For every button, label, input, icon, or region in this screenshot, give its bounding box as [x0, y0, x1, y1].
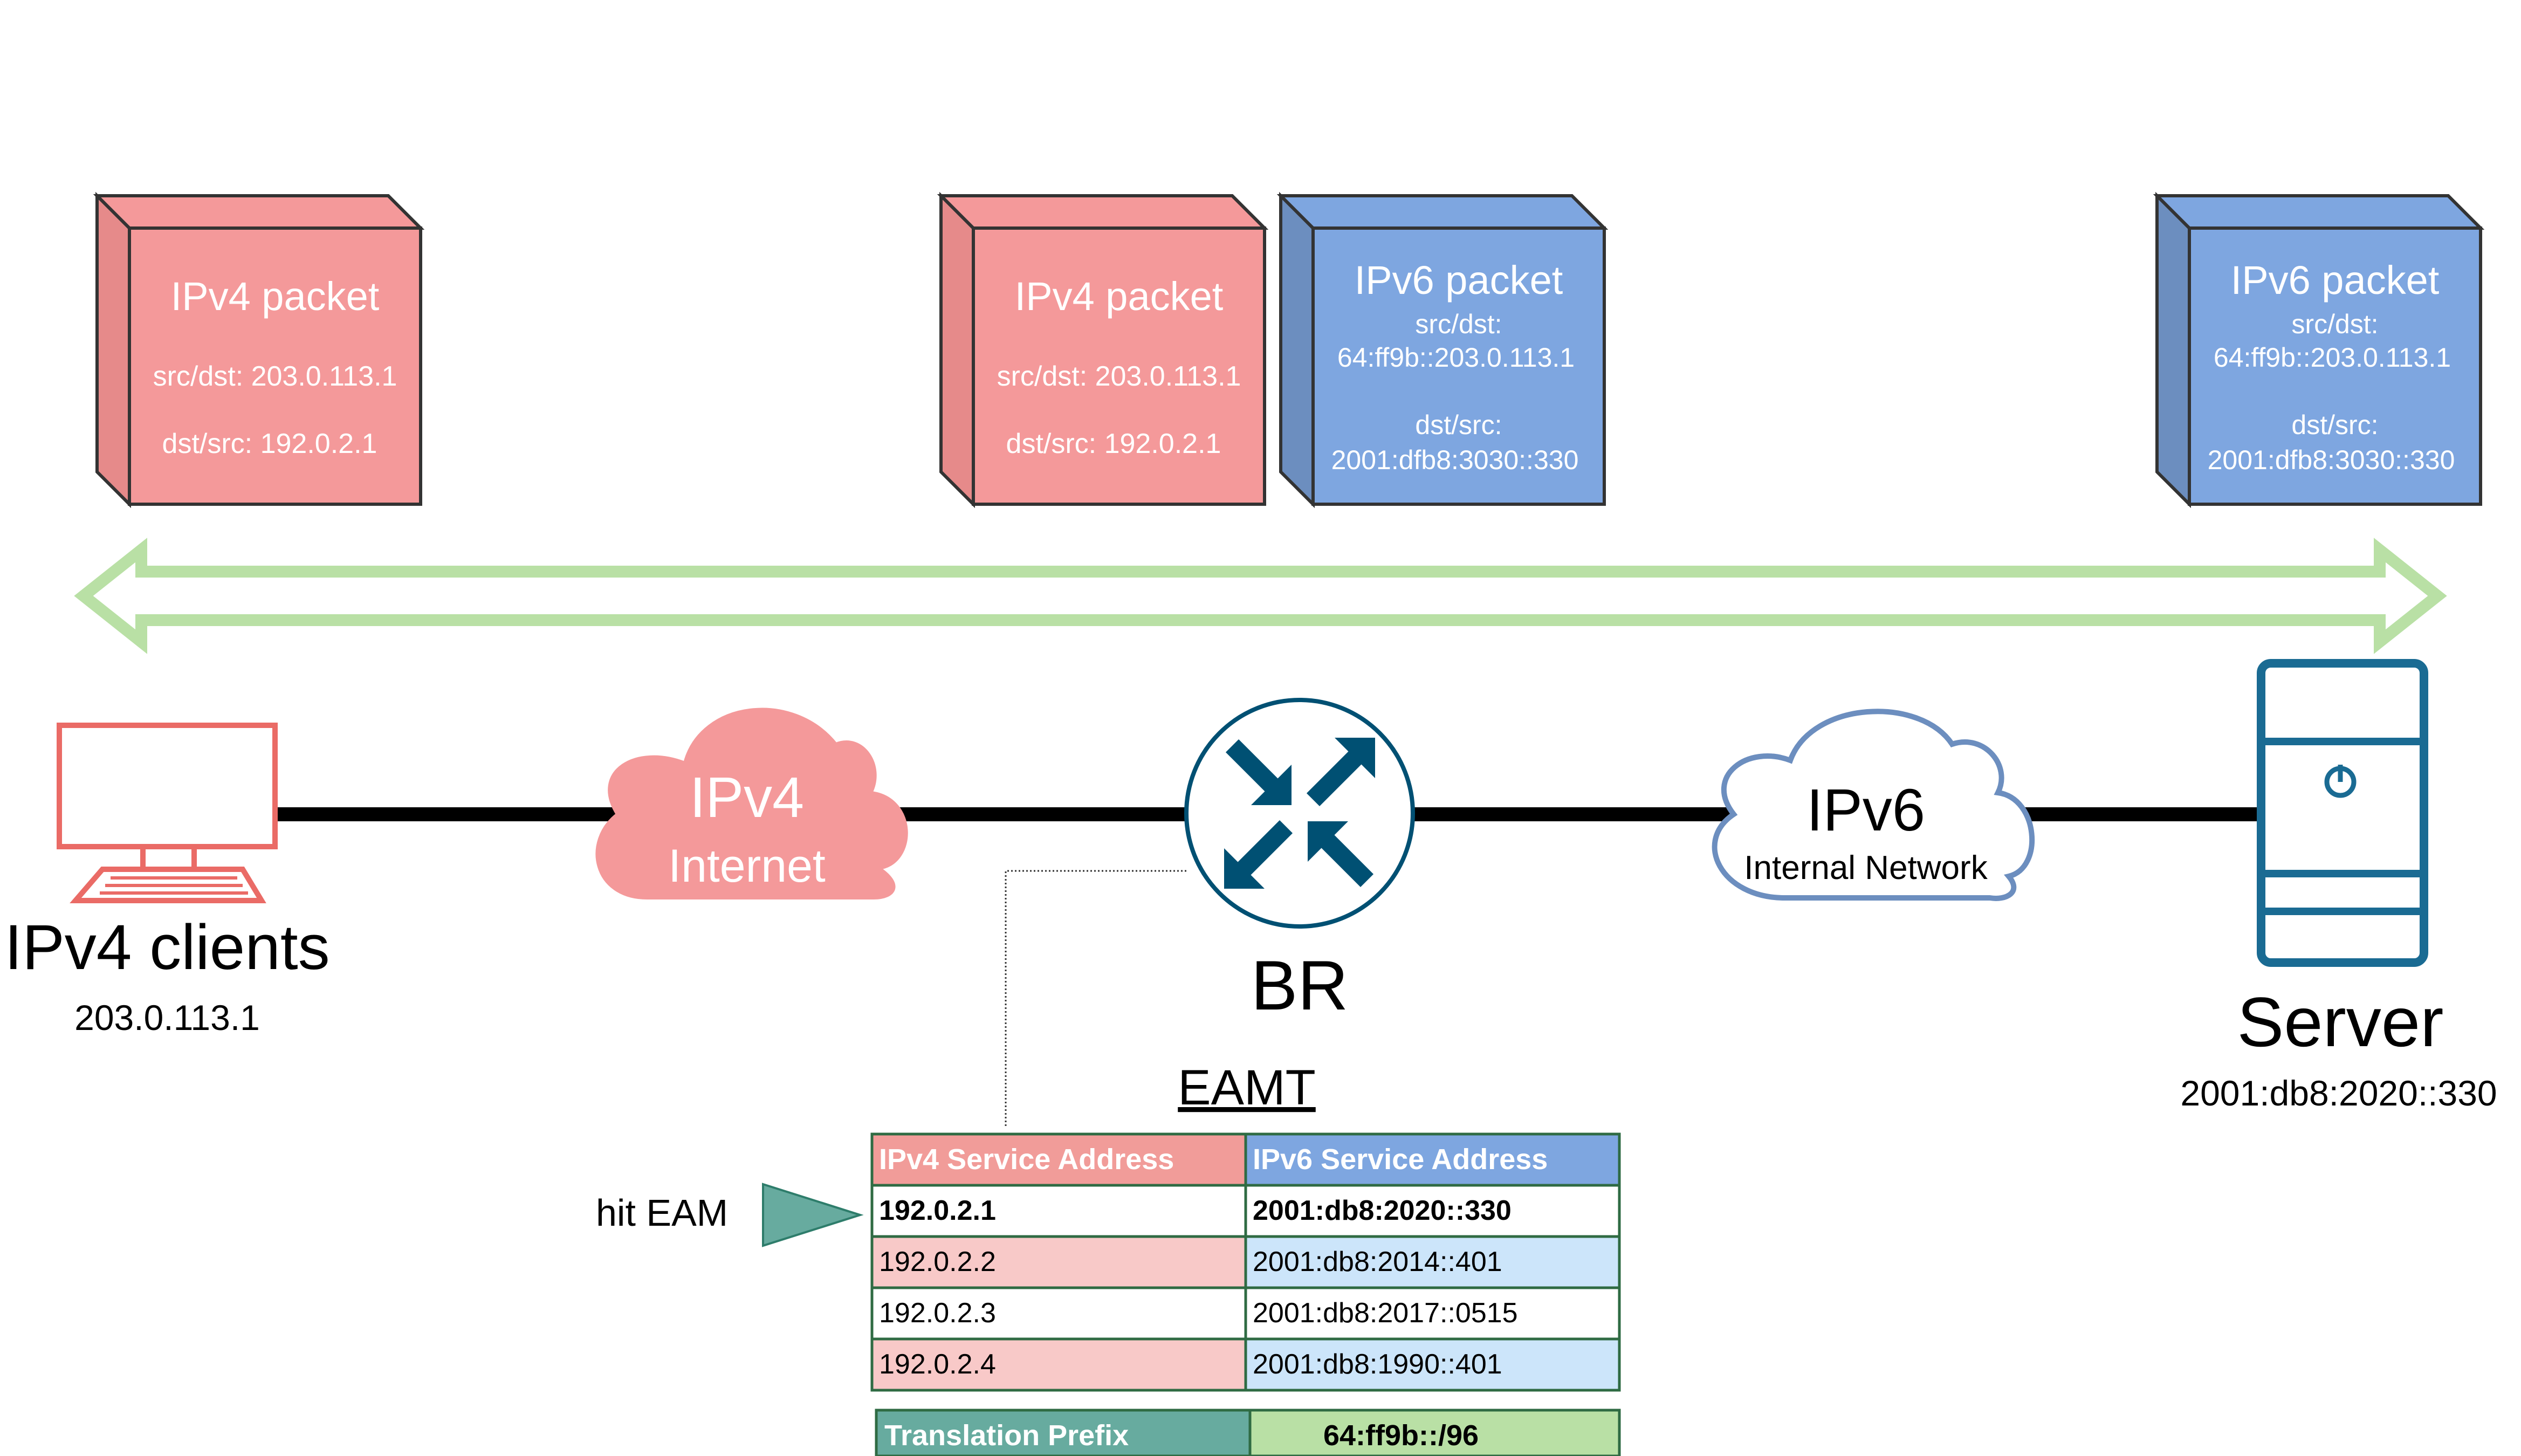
eamt-leader-line	[1005, 870, 1186, 1127]
translation-prefix-row: Translation Prefix 64:ff9b::/96	[875, 1409, 1621, 1456]
packet-title: IPv6 packet	[1355, 258, 1563, 303]
eamt-table: IPv4 Service Address IPv6 Service Addres…	[870, 1132, 1621, 1392]
table-row	[870, 1184, 1247, 1238]
eamt-cell-ipv6: 2001:db8:1990::401	[1253, 1349, 1502, 1380]
packet-ipv6-middle: IPv6 packet src/dst: 64:ff9b::203.0.113.…	[1276, 191, 1609, 509]
eamt-cell-ipv4: 192.0.2.2	[879, 1246, 996, 1278]
ipv6-internal-cloud: IPv6 Internal Network	[1712, 709, 2035, 901]
eamt-cell-ipv6: 2001:db8:2014::401	[1253, 1246, 1502, 1278]
server-label: Server	[2237, 983, 2444, 1061]
clients-label: IPv4 clients	[4, 912, 329, 983]
eamt-cell-ipv4: 192.0.2.4	[879, 1349, 996, 1380]
eamt-header-ipv6: IPv6 Service Address	[1253, 1143, 1548, 1176]
packet-line: src/dst:	[1415, 309, 1502, 339]
packet-line: 2001:dfb8:3030::330	[2208, 445, 2455, 475]
computer-icon	[57, 723, 278, 903]
packet-line: src/dst: 203.0.113.1	[997, 361, 1241, 392]
server-icon	[2257, 659, 2428, 967]
eamt-cell-ipv4: 192.0.2.3	[879, 1297, 996, 1329]
packet-title: IPv4 packet	[1015, 274, 1224, 319]
packet-line: 2001:dfb8:3030::330	[1331, 445, 1579, 475]
packet-line: src/dst: 203.0.113.1	[153, 361, 397, 392]
eamt-cell-ipv6: 2001:db8:2017::0515	[1253, 1297, 1518, 1329]
packet-line: src/dst:	[2291, 309, 2378, 339]
hit-eam-pointer	[762, 1183, 864, 1247]
prefix-label: Translation Prefix	[884, 1419, 1129, 1452]
packet-line: dst/src: 192.0.2.1	[1006, 428, 1221, 459]
router-icon	[1184, 698, 1415, 929]
packet-line: dst/src:	[2291, 410, 2378, 440]
server-address: 2001:db8:2020::330	[2180, 1073, 2497, 1113]
packet-title: IPv4 packet	[171, 274, 380, 319]
packet-ipv4-left: IPv4 packet src/dst: 203.0.113.1 dst/src…	[93, 191, 425, 509]
packet-ipv6-right: IPv6 packet src/dst: 64:ff9b::203.0.113.…	[2153, 191, 2485, 509]
cloud-subtitle: Internal Network	[1744, 849, 1988, 887]
table-row	[870, 1337, 1247, 1392]
eamt-header-ipv4: IPv4 Service Address	[879, 1143, 1174, 1176]
router-label: BR	[1251, 946, 1349, 1025]
hit-eam-label: hit EAM	[596, 1192, 728, 1234]
cloud-title: IPv4	[690, 766, 804, 829]
packet-line: dst/src:	[1415, 410, 1502, 440]
clients-address: 203.0.113.1	[74, 998, 260, 1038]
packet-title: IPv6 packet	[2231, 258, 2440, 303]
prefix-value: 64:ff9b::/96	[1323, 1419, 1479, 1452]
packet-line: dst/src: 192.0.2.1	[162, 428, 377, 459]
eamt-cell-ipv6: 2001:db8:2020::330	[1253, 1195, 1512, 1226]
cloud-title: IPv6	[1806, 777, 1925, 843]
eamt-cell-ipv4: 192.0.2.1	[879, 1195, 996, 1226]
eamt-title: EAMT	[1178, 1060, 1316, 1115]
ipv4-internet-cloud: IPv4 Internet	[595, 708, 908, 899]
packet-line: 64:ff9b::203.0.113.1	[2214, 342, 2451, 373]
bidirectional-flow-arrow	[74, 538, 2447, 654]
packet-line: 64:ff9b::203.0.113.1	[1337, 342, 1575, 373]
packet-ipv4-middle: IPv4 packet src/dst: 203.0.113.1 dst/src…	[937, 191, 1269, 509]
cloud-subtitle: Internet	[668, 840, 826, 892]
